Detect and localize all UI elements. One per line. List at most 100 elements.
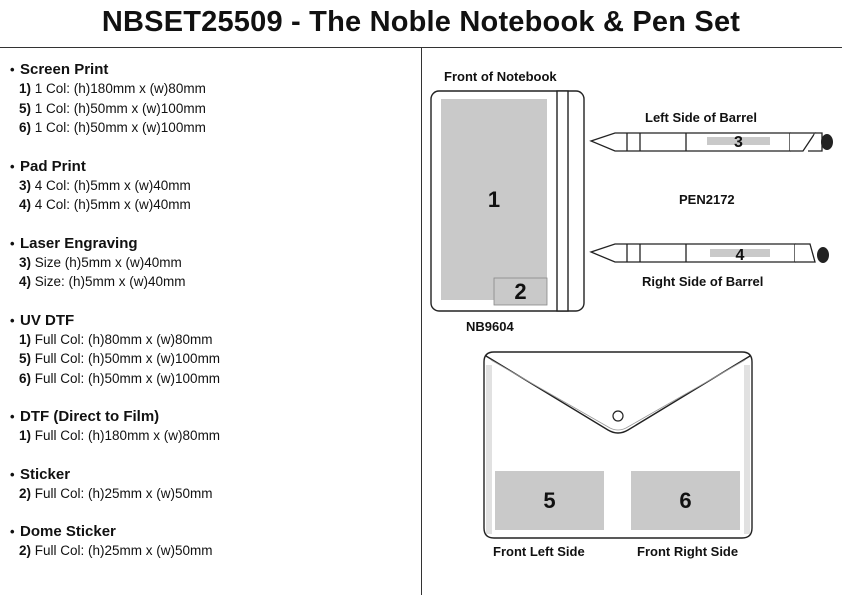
spec-line: 5) 1 Col: (h)50mm x (w)100mm xyxy=(10,99,410,119)
method-block: •DTF (Direct to Film)1) Full Col: (h)180… xyxy=(10,407,410,446)
method-name-text: Sticker xyxy=(20,465,71,483)
method-name-text: Laser Engraving xyxy=(20,234,138,252)
spec-text: 1 Col: (h)50mm x (w)100mm xyxy=(34,100,206,116)
spec-position-number: 1) xyxy=(19,81,32,96)
pen-bottom-stylus-tip xyxy=(817,247,829,263)
spec-line: 4) 4 Col: (h)5mm x (w)40mm xyxy=(10,195,410,215)
method-name: • DTF (Direct to Film) xyxy=(10,407,410,426)
spec-position-number: 4) xyxy=(19,274,32,289)
pouch-print-area-5 xyxy=(495,471,604,530)
pouch-drawing xyxy=(483,351,753,539)
spec-text: 1 Col: (h)50mm x (w)100mm xyxy=(34,120,206,135)
spec-text: Size: (h)5mm x (w)40mm xyxy=(34,274,186,289)
bullet-icon: • xyxy=(10,158,15,174)
method-name: • Dome Sticker xyxy=(10,522,410,541)
spec-position-number: 1) xyxy=(19,428,32,443)
bullet-icon: • xyxy=(10,466,15,482)
pen-code: PEN2172 xyxy=(679,192,735,207)
spec-position-number: 5) xyxy=(19,100,32,116)
bullet-icon: • xyxy=(10,409,15,424)
method-name: • Screen Print xyxy=(10,60,410,79)
method-block: • Sticker 2) Full Col: (h)25mm x (w)50mm xyxy=(10,465,410,504)
method-name-text: UV DTF xyxy=(20,311,75,329)
spec-position-number: 1) xyxy=(19,331,32,347)
zone-6-number: 6 xyxy=(679,487,692,513)
method-name: • UV DTF xyxy=(10,311,410,330)
zone-5-number: 5 xyxy=(543,487,556,513)
spec-line: 1) Full Col: (h)80mm x (w)80mm xyxy=(10,330,410,350)
zone-3-number: 3 xyxy=(734,134,743,151)
bullet-icon: • xyxy=(10,62,15,77)
spec-line: 6) Full Col: (h)50mm x (w)100mm xyxy=(10,369,410,389)
bullet-icon: • xyxy=(10,235,15,251)
spec-line: 6) 1 Col: (h)50mm x (w)100mm xyxy=(10,118,410,138)
spec-line: 3) 4 Col: (h)5mm x (w)40mm xyxy=(10,176,410,196)
spec-position-number: 6) xyxy=(19,120,32,135)
notebook-code: NB9604 xyxy=(466,319,514,334)
spec-position-number: 2) xyxy=(19,543,32,558)
pen-bottom-end xyxy=(795,243,816,263)
spec-position-number: 5) xyxy=(19,351,32,366)
spec-text: 4 Col: (h)5mm x (w)40mm xyxy=(34,177,191,193)
pouch-seam-lines xyxy=(486,365,750,534)
spec-position-number: 3) xyxy=(19,254,32,270)
pouch-print-area-6 xyxy=(631,471,740,530)
notebook-front-label: Front of Notebook xyxy=(444,69,557,84)
method-name-text: Dome Sticker xyxy=(20,523,116,540)
spec-line: 4) Size: (h)5mm x (w)40mm xyxy=(10,272,410,292)
spec-line: 1) Full Col: (h)180mm x (w)80mm xyxy=(10,426,410,446)
pen-top-stylus-tip xyxy=(821,134,833,150)
pen-print-area-3 xyxy=(707,137,770,145)
zone-4-number: 4 xyxy=(735,247,745,264)
spec-text: 4 Col: (h)5mm x (w)40mm xyxy=(34,197,191,212)
pen-right-label: Right Side of Barrel xyxy=(642,274,764,289)
spec-text: Full Col: (h)80mm x (w)80mm xyxy=(34,331,213,347)
method-name: • Laser Engraving xyxy=(10,234,410,253)
bullet-icon: • xyxy=(10,312,15,328)
method-name-text: Screen Print xyxy=(20,61,109,78)
method-name-text: DTF (Direct to Film) xyxy=(20,408,160,425)
method-name: • Pad Print xyxy=(10,157,410,176)
method-name: • Sticker xyxy=(10,465,410,484)
notebook-drawing xyxy=(430,90,585,312)
pouch-right-label: Front Right Side xyxy=(637,544,739,559)
page-title: NBSET25509 - The Noble Notebook & Pen Se… xyxy=(101,6,741,38)
spec-position-number: 3) xyxy=(19,177,32,193)
spec-line: 1) 1 Col: (h)180mm x (w)80mm xyxy=(10,79,410,99)
notebook-elastic-band xyxy=(556,90,569,312)
pen-left-label: Left Side of Barrel xyxy=(645,110,757,125)
pen-print-area-4 xyxy=(710,249,770,257)
spec-text: Full Col: (h)25mm x (w)50mm xyxy=(34,543,213,558)
spec-text: Size (h)5mm x (w)40mm xyxy=(34,254,182,270)
zone-1-number: 1 xyxy=(487,186,501,212)
spec-text: 1 Col: (h)180mm x (w)80mm xyxy=(34,81,206,96)
spec-text: Full Col: (h)25mm x (w)50mm xyxy=(34,485,213,501)
spec-line: 5) Full Col: (h)50mm x (w)100mm xyxy=(10,349,410,369)
notebook-print-area-1 xyxy=(441,99,547,300)
spec-position-number: 6) xyxy=(19,370,32,386)
column-divider xyxy=(421,48,422,595)
spec-position-number: 4) xyxy=(19,197,32,212)
pen-bottom-drawing xyxy=(589,243,816,263)
pouch-button xyxy=(612,410,624,422)
spec-text: Full Col: (h)50mm x (w)100mm xyxy=(34,351,221,366)
spec-line: 3) Size (h)5mm x (w)40mm xyxy=(10,253,410,273)
bullet-icon: • xyxy=(10,524,15,539)
method-name-text: Pad Print xyxy=(20,157,86,175)
spec-line: 2) Full Col: (h)25mm x (w)50mm xyxy=(10,541,410,561)
spec-text: Full Col: (h)50mm x (w)100mm xyxy=(34,370,221,386)
spec-position-number: 2) xyxy=(19,485,32,501)
notebook-print-area-2 xyxy=(493,277,548,306)
spec-text: Full Col: (h)180mm x (w)80mm xyxy=(34,428,221,443)
pouch-left-label: Front Left Side xyxy=(493,544,585,559)
zone-2-number: 2 xyxy=(514,278,527,304)
pouch-flap xyxy=(485,355,751,434)
header-divider xyxy=(0,47,842,48)
